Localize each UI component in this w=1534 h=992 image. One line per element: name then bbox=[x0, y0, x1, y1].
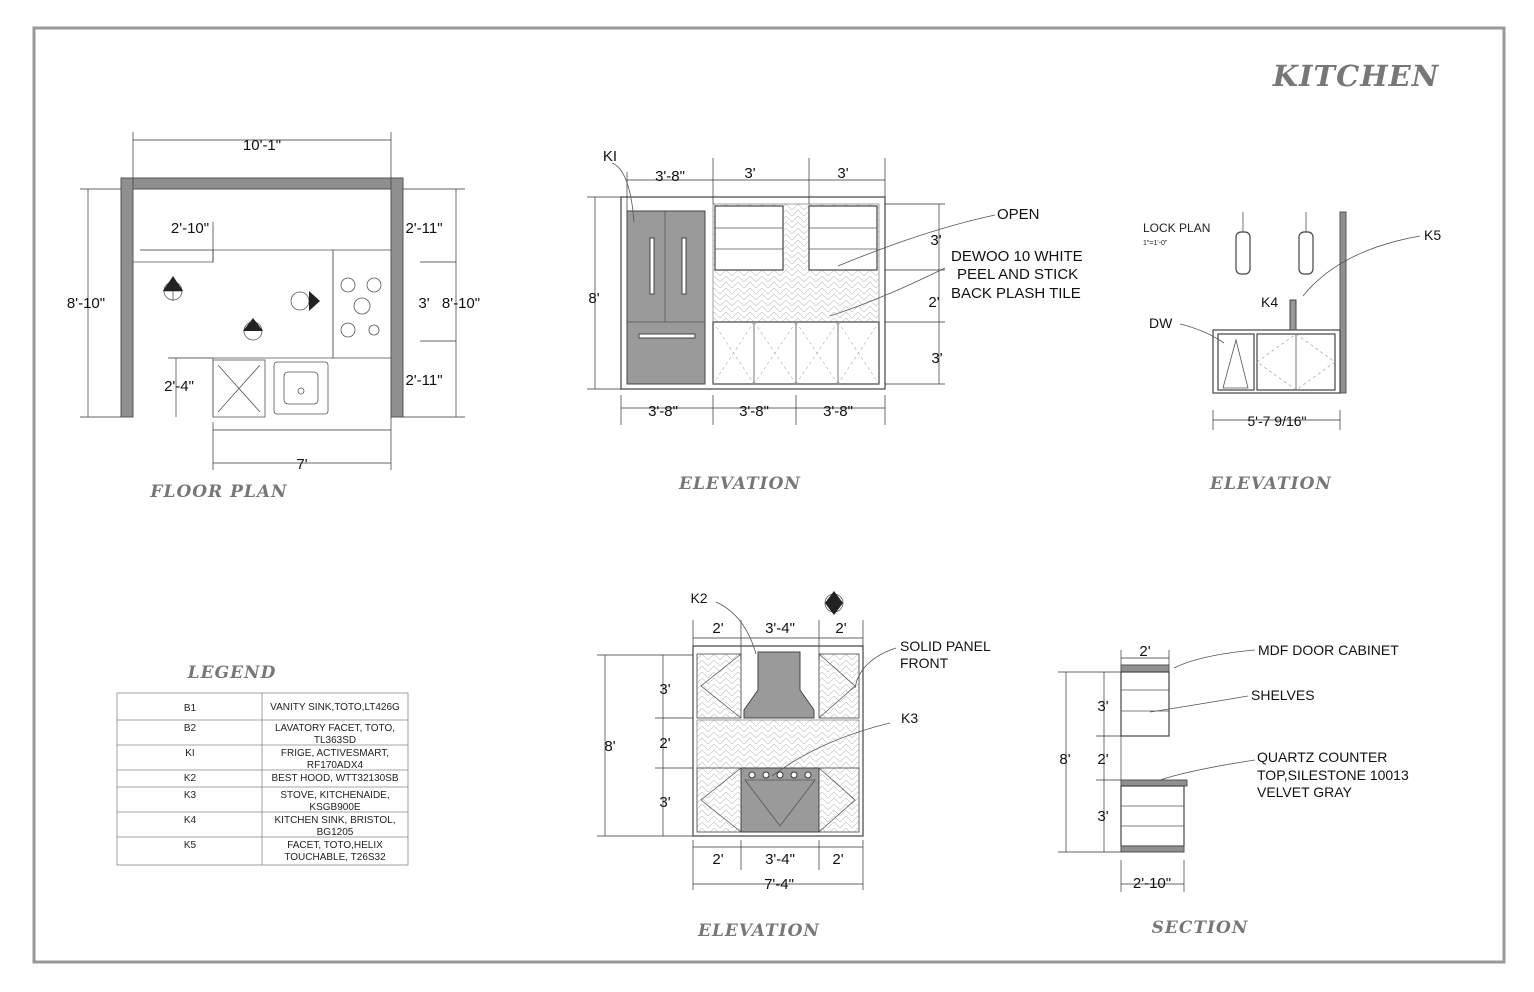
legend-desc-ki-2: RF170ADX4 bbox=[307, 760, 364, 771]
e2-tag-dw: DW bbox=[1149, 315, 1173, 331]
legend-desc-k5-1: FACET, TOTO,HELIX bbox=[287, 840, 383, 851]
legend-code-k4: K4 bbox=[184, 815, 197, 826]
e1-dim-right-3: 3' bbox=[931, 350, 942, 367]
section bbox=[1058, 649, 1256, 892]
legend-code-b1: B1 bbox=[184, 703, 197, 714]
sheet-border bbox=[32, 26, 1506, 964]
fp-dim-lower-left: 2'-4" bbox=[164, 378, 194, 395]
legend-desc-k3-1: STOVE, KITCHENAIDE, bbox=[280, 790, 389, 801]
e3-dim-bottom-1: 2' bbox=[712, 851, 723, 868]
legend-code-k2: K2 bbox=[184, 773, 197, 784]
e3-dim-top-1: 2' bbox=[712, 620, 723, 637]
e3-dim-inner-2: 2' bbox=[659, 735, 670, 752]
e3-dim-inner-1: 3' bbox=[659, 681, 670, 698]
e1-dim-bottom-2: 3'-8" bbox=[739, 403, 769, 420]
e2-tag-k4: K4 bbox=[1261, 294, 1278, 310]
legend-desc-k2: BEST HOOD, WTT32130SB bbox=[271, 773, 398, 784]
legend-table bbox=[116, 692, 409, 866]
fp-dim-upper-left: 2'-10" bbox=[171, 220, 209, 237]
e1-dim-bottom-1: 3'-8" bbox=[648, 403, 678, 420]
sec-dim-left: 8' bbox=[1059, 751, 1070, 768]
e1-dim-right-1: 3' bbox=[930, 232, 941, 249]
elevation-1-title: ELEVATION bbox=[678, 474, 801, 494]
e3-dim-top-3: 2' bbox=[835, 620, 846, 637]
sec-dim-bottom: 2'-10" bbox=[1133, 875, 1171, 892]
e1-dim-right-2: 2' bbox=[928, 294, 939, 311]
fp-dim-bottom: 7' bbox=[296, 456, 307, 473]
section-title: SECTION bbox=[1152, 918, 1249, 938]
e3-dim-top-2: 3'-4" bbox=[765, 620, 795, 637]
legend-desc-b2-1: LAVATORY FACET, TOTO, bbox=[275, 723, 395, 734]
sec-note-cabinet: MDF DOOR CABINET bbox=[1258, 642, 1399, 658]
fp-dim-top: 10'-1" bbox=[243, 137, 281, 154]
e3-note-1: SOLID PANEL bbox=[900, 638, 991, 654]
elevation-2 bbox=[1179, 211, 1421, 430]
e1-note-tile-1: DEWOO 10 WHITE bbox=[951, 248, 1083, 265]
floor-plan bbox=[80, 132, 465, 470]
legend-desc-k3-2: KSGB900E bbox=[309, 802, 360, 813]
legend-desc-k4-2: BG1205 bbox=[317, 827, 354, 838]
sec-dim-inner-2: 2' bbox=[1097, 751, 1108, 768]
legend-code-b2: B2 bbox=[184, 723, 197, 734]
sec-note-counter-1: QUARTZ COUNTER bbox=[1257, 749, 1387, 765]
e3-tag-k3: K3 bbox=[901, 710, 918, 726]
legend-desc-b2-2: TL363SD bbox=[314, 735, 356, 746]
legend-code-k3: K3 bbox=[184, 790, 197, 801]
elevation-3 bbox=[597, 591, 897, 890]
e3-dim-overall: 7'-4" bbox=[764, 876, 794, 893]
e2-keyplan-text: LOCK PLAN bbox=[1143, 221, 1210, 235]
elevation-1 bbox=[587, 158, 996, 425]
elevation-3-title: ELEVATION bbox=[697, 921, 820, 941]
legend-title: LEGEND bbox=[187, 663, 277, 683]
fp-dim-mid-right: 3' bbox=[418, 295, 429, 312]
e3-dim-inner-3: 3' bbox=[659, 794, 670, 811]
e1-tag-ki: KI bbox=[603, 148, 617, 165]
sheet-title: KITCHEN bbox=[1272, 59, 1440, 93]
fp-dim-upper-right: 2'-11" bbox=[405, 220, 442, 237]
fp-dim-lower-right: 2'-11" bbox=[405, 372, 442, 389]
e1-dim-top-2: 3' bbox=[744, 165, 755, 182]
e1-note-tile-3: BACK PLASH TILE bbox=[951, 285, 1081, 302]
e1-dim-bottom-3: 3'-8" bbox=[823, 403, 853, 420]
e3-dim-left: 8' bbox=[604, 738, 615, 755]
fp-dim-left: 8'-10" bbox=[67, 295, 105, 312]
legend-code-k5: K5 bbox=[184, 840, 197, 851]
e2-keyplan-scale: 1"=1'-0" bbox=[1143, 240, 1168, 247]
floor-plan-title: FLOOR PLAN bbox=[149, 482, 288, 502]
legend-desc-ki-1: FRIGE, ACTIVESMART, bbox=[281, 748, 389, 759]
sec-dim-inner-1: 3' bbox=[1097, 698, 1108, 715]
sec-dim-inner-3: 3' bbox=[1097, 808, 1108, 825]
legend-desc-k5-2: TOUCHABLE, T26S32 bbox=[284, 852, 386, 863]
e3-dim-bottom-2: 3'-4" bbox=[765, 851, 795, 868]
e1-dim-top-1: 3'-8" bbox=[655, 168, 685, 185]
sec-note-counter-3: VELVET GRAY bbox=[1257, 784, 1353, 800]
e3-tag-k2: K2 bbox=[690, 590, 707, 606]
e2-dim-bottom: 5'-7 9/16" bbox=[1247, 413, 1306, 429]
legend-desc-k4-1: KITCHEN SINK, BRISTOL, bbox=[275, 815, 396, 826]
sec-note-counter-2: TOP,SILESTONE 10013 bbox=[1257, 767, 1409, 783]
e3-note-2: FRONT bbox=[900, 655, 949, 671]
e2-tag-k5: K5 bbox=[1424, 227, 1441, 243]
e1-note-open: OPEN bbox=[997, 206, 1040, 223]
elevation-2-title: ELEVATION bbox=[1209, 474, 1332, 494]
legend-desc-b1: VANITY SINK,TOTO,LT426G bbox=[270, 702, 400, 713]
sec-note-shelves: SHELVES bbox=[1251, 687, 1315, 703]
e3-dim-bottom-3: 2' bbox=[832, 851, 843, 868]
fp-dim-right: 8'-10" bbox=[442, 295, 480, 312]
sec-dim-top: 2' bbox=[1139, 643, 1150, 660]
e1-dim-top-3: 3' bbox=[837, 165, 848, 182]
e1-note-tile-2: PEEL AND STICK bbox=[957, 266, 1078, 283]
e1-dim-left: 8' bbox=[588, 290, 599, 307]
legend-code-ki: KI bbox=[185, 748, 194, 759]
